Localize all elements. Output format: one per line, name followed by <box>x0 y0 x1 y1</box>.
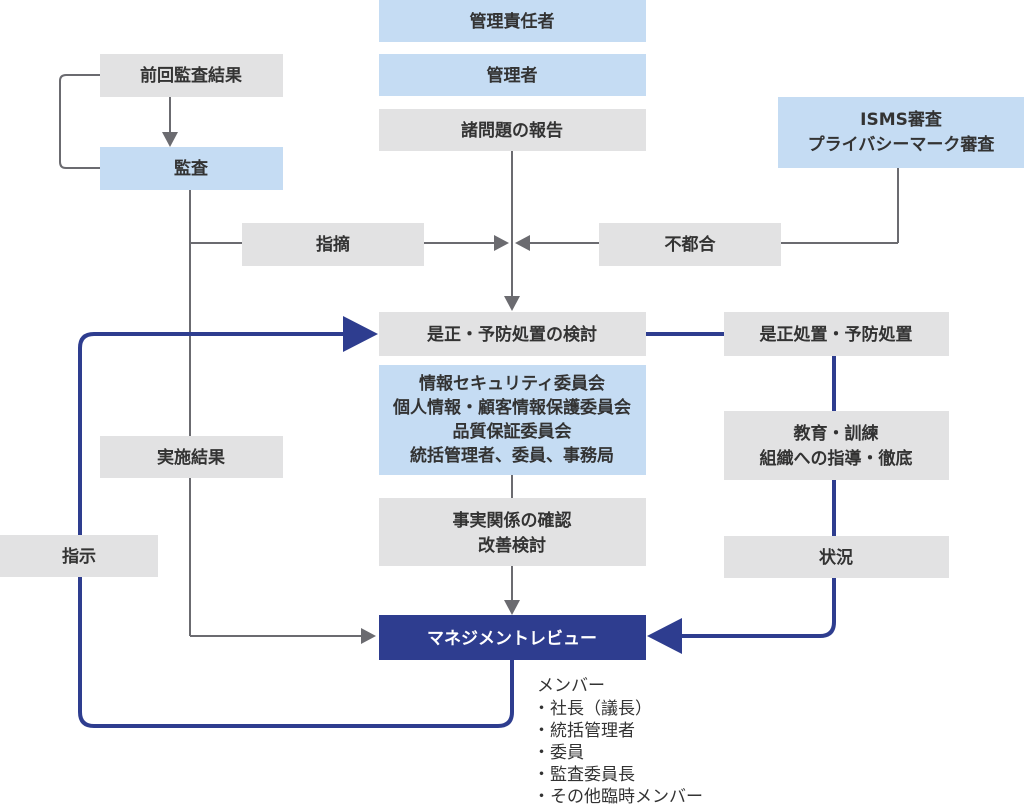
box-fact-check: 事実関係の確認 改善検討 <box>379 498 646 566</box>
box-education-line1: 教育・訓練 <box>793 423 879 444</box>
arrowhead-factcheck-down <box>504 600 520 615</box>
arrowhead-finding <box>494 235 509 251</box>
box-committees: 情報セキュリティ委員会 個人情報・顧客情報保護委員会 品質保証委員会 統括管理者… <box>379 365 646 475</box>
box-education: 教育・訓練 組織への指導・徹底 <box>724 411 949 480</box>
box-previous-audit-label: 前回監査結果 <box>140 65 242 86</box>
box-instruction-label: 指示 <box>62 546 96 567</box>
box-committees-line2: 個人情報・顧客情報保護委員会 <box>392 397 631 418</box>
box-status-label: 状況 <box>819 547 853 568</box>
arrowhead-status <box>647 618 682 654</box>
box-implementation-result: 実施結果 <box>100 436 283 478</box>
box-corrective-action-label: 是正処置・予防処置 <box>760 324 913 345</box>
box-isms-audit-line2: プライバシーマーク審査 <box>808 134 996 155</box>
arrowhead-to-management-review-left <box>361 628 376 644</box>
members-list: メンバー ・社長（議長） ・統括管理者 ・委員 ・監査委員長 ・その他臨時メンバ… <box>533 676 703 807</box>
box-review-corrective: 是正・予防処置の検討 <box>379 312 646 356</box>
member-item: ・監査委員長 <box>533 765 635 785</box>
box-management-review-label: マネジメントレビュー <box>427 629 597 649</box>
box-committees-line3: 品質保証委員会 <box>453 421 572 442</box>
box-finding: 指摘 <box>242 223 424 266</box>
box-isms-audit-line1: ISMS審査 <box>860 109 943 130</box>
box-finding-label: 指摘 <box>316 234 350 255</box>
member-item: ・統括管理者 <box>533 721 635 741</box>
box-manager: 管理者 <box>379 54 646 96</box>
box-manager-label: 管理者 <box>487 65 538 86</box>
box-issue-report-label: 諸問題の報告 <box>461 120 563 141</box>
box-issue-report: 諸問題の報告 <box>379 109 646 151</box>
arrowhead-nonconformity <box>515 235 530 251</box>
box-fact-check-line2: 改善検討 <box>478 535 546 556</box>
instruction-loop-line <box>78 332 514 728</box>
box-education-line2: 組織への指導・徹底 <box>760 448 913 469</box>
box-nonconformity: 不都合 <box>599 223 781 266</box>
member-item: ・委員 <box>533 743 584 763</box>
box-manager-responsible: 管理責任者 <box>379 0 646 42</box>
box-nonconformity-label: 不都合 <box>665 234 717 255</box>
member-item: ・社長（議長） <box>533 699 652 719</box>
box-audit-label: 監査 <box>174 158 209 179</box>
loop-connector <box>59 74 100 169</box>
box-committees-line4: 統括管理者、委員、事務局 <box>410 445 614 466</box>
box-review-corrective-label: 是正・予防処置の検討 <box>427 324 597 345</box>
status-line <box>680 356 836 638</box>
box-instruction: 指示 <box>0 535 158 577</box>
box-corrective-action: 是正処置・予防処置 <box>724 312 949 356</box>
arrowhead-to-audit <box>162 132 178 147</box>
box-isms-audit: ISMS審査 プライバシーマーク審査 <box>778 97 1024 168</box>
box-fact-check-line1: 事実関係の確認 <box>453 510 572 531</box>
box-previous-audit: 前回監査結果 <box>100 54 283 97</box>
members-heading: メンバー <box>537 676 605 696</box>
arrowhead-instruction <box>343 316 378 352</box>
arrowhead-to-review <box>504 296 520 311</box>
box-status: 状況 <box>724 536 949 578</box>
box-implementation-result-label: 実施結果 <box>157 447 225 468</box>
box-manager-responsible-label: 管理責任者 <box>470 11 555 32</box>
member-item: ・その他臨時メンバー <box>533 787 703 807</box>
box-management-review: マネジメントレビュー <box>379 615 646 660</box>
box-audit: 監査 <box>100 147 283 190</box>
box-committees-line1: 情報セキュリティ委員会 <box>419 373 605 394</box>
